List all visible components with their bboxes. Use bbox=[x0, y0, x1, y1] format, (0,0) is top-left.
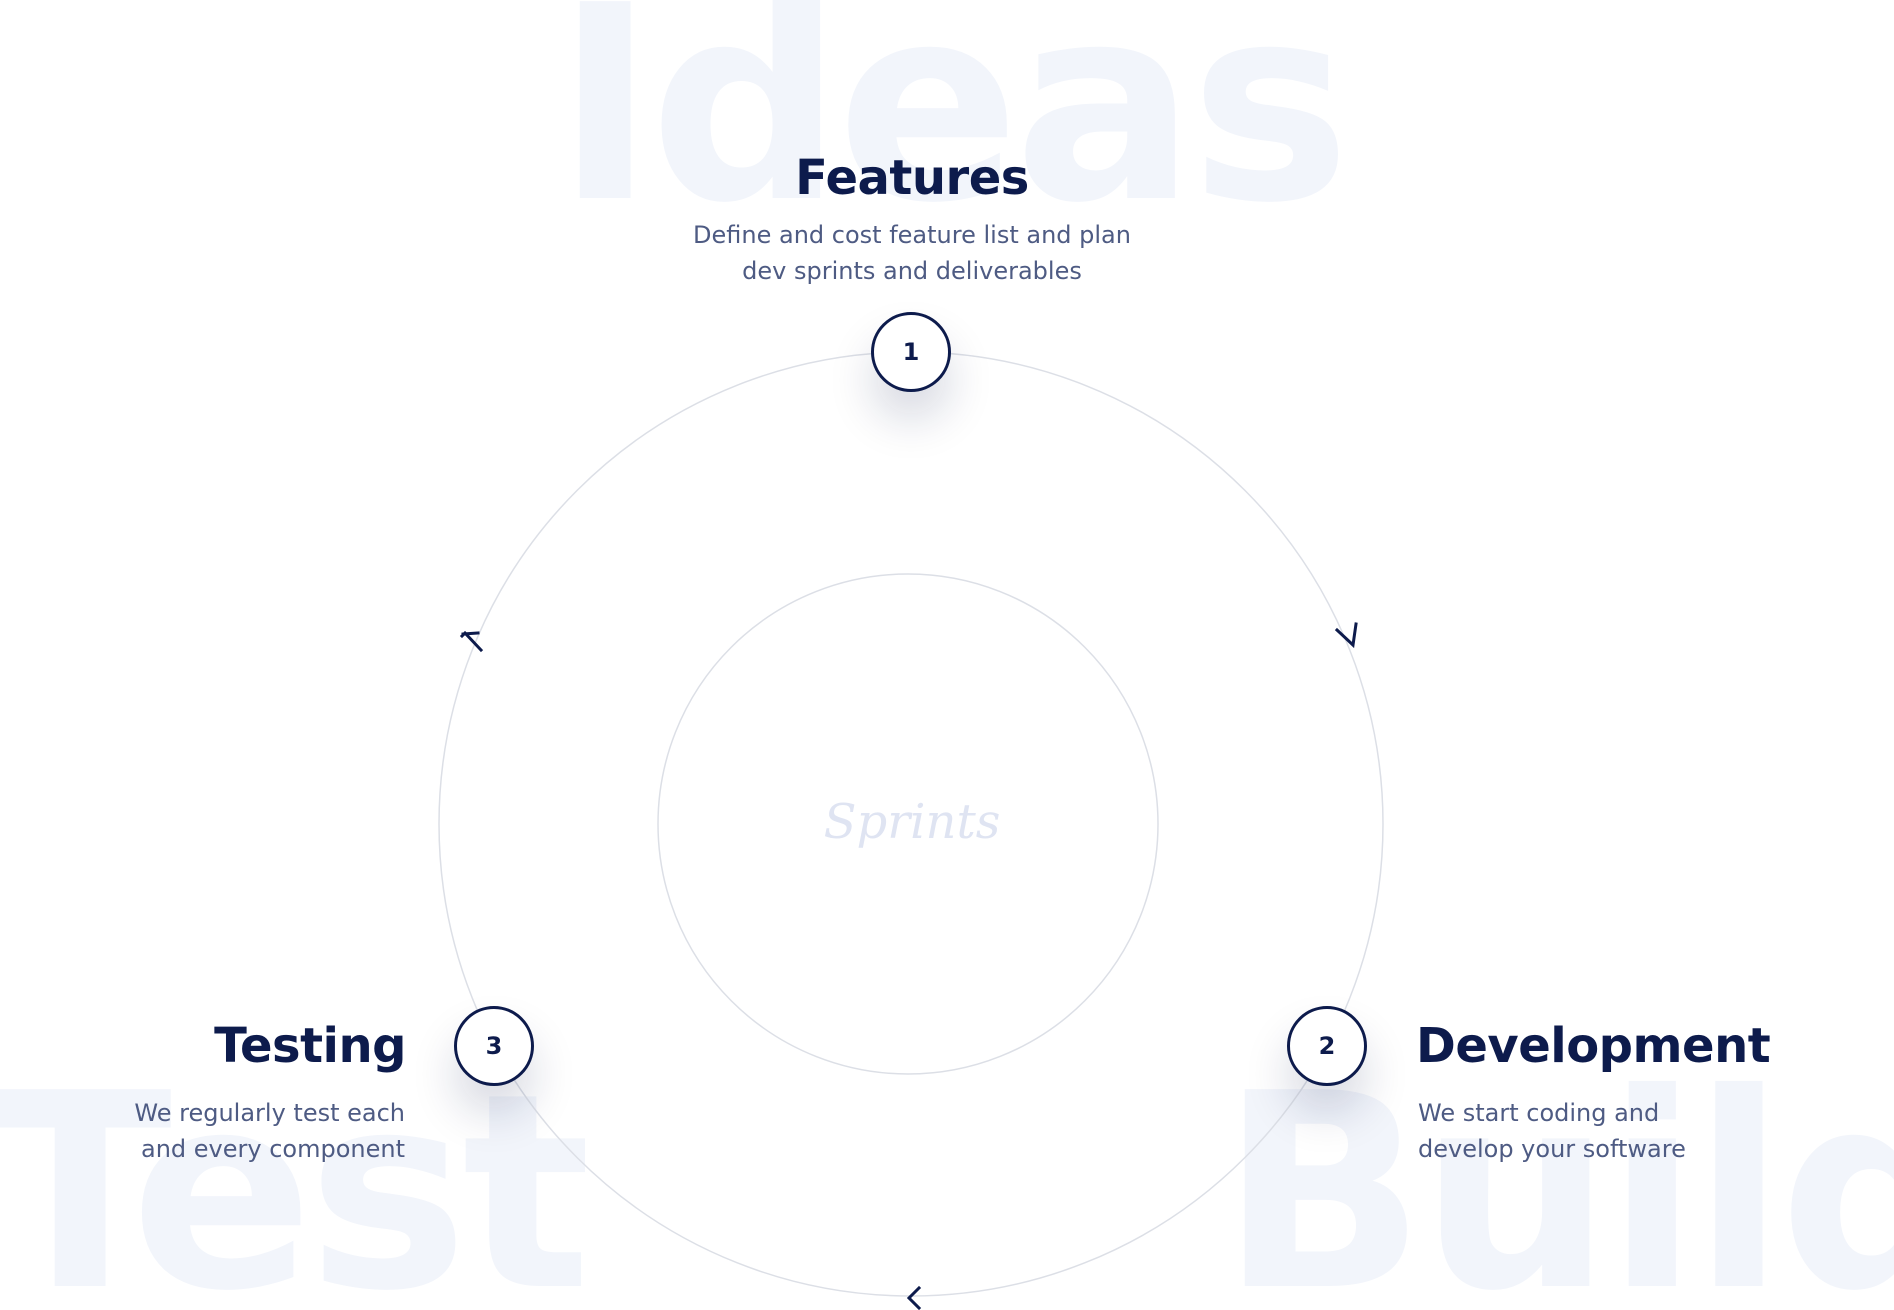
step-description-line: develop your software bbox=[1418, 1135, 1686, 1163]
background-word-ideas: Ideas bbox=[555, 0, 1351, 262]
chevron-arrow-icon-testing-to-features-tail bbox=[461, 631, 480, 636]
step-description-line: dev sprints and deliverables bbox=[742, 257, 1082, 285]
step-description-line: Define and cost feature list and plan bbox=[693, 221, 1131, 249]
step-description-development: We start coding and develop your softwar… bbox=[1418, 1095, 1738, 1167]
step-number-label: 1 bbox=[902, 338, 920, 366]
center-label-sprints: Sprints bbox=[823, 794, 1001, 850]
background-word-build: Build bbox=[1220, 1035, 1894, 1310]
step-description-features: Define and cost feature list and plan de… bbox=[612, 217, 1212, 289]
step-number-3[interactable]: 3 bbox=[454, 1006, 534, 1086]
step-description-line: and every component bbox=[141, 1135, 405, 1163]
step-number-1[interactable]: 1 bbox=[871, 312, 951, 392]
background-word-test: Test bbox=[0, 1035, 591, 1310]
chevron-arrow-icon-features-to-development bbox=[1334, 622, 1358, 649]
step-title-features: Features bbox=[795, 150, 1029, 206]
step-description-line: We start coding and bbox=[1418, 1099, 1660, 1127]
step-description-line: We regularly test each bbox=[134, 1099, 405, 1127]
step-title-development: Development bbox=[1416, 1018, 1771, 1074]
inner-ring bbox=[657, 573, 1159, 1075]
step-description-testing: We regularly test each and every compone… bbox=[85, 1095, 405, 1167]
step-number-label: 3 bbox=[485, 1032, 503, 1060]
step-title-testing: Testing bbox=[214, 1018, 406, 1074]
step-number-label: 2 bbox=[1318, 1032, 1336, 1060]
chevron-arrow-icon-development-to-testing bbox=[906, 1285, 922, 1310]
step-number-2[interactable]: 2 bbox=[1287, 1006, 1367, 1086]
